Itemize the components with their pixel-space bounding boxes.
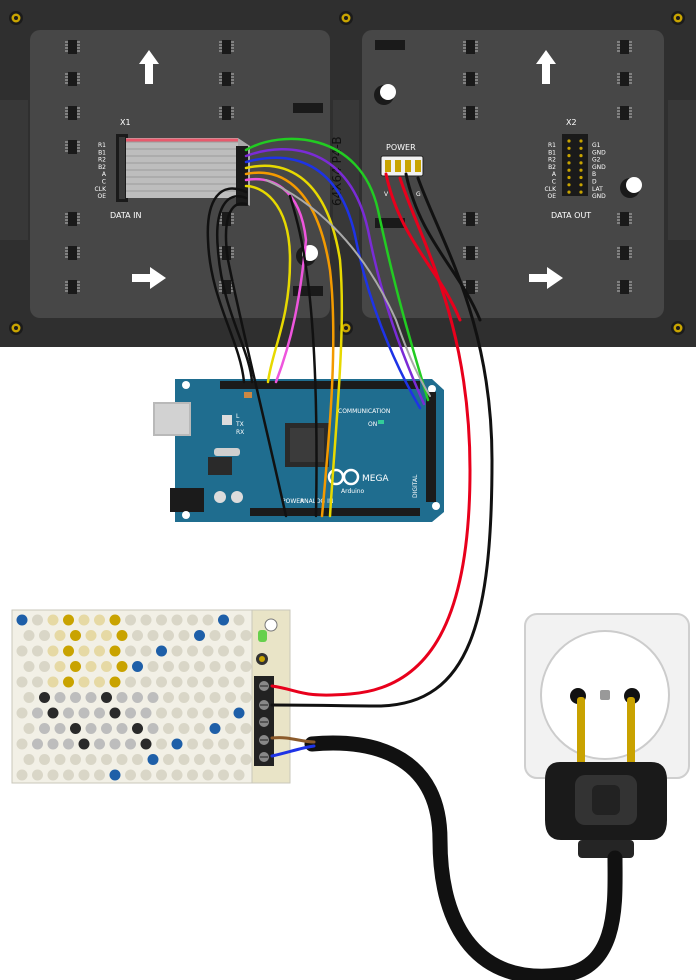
label-tx: TX <box>235 421 244 428</box>
x1-pin-r2: R2 <box>98 157 106 164</box>
x2-pin-oe: OE <box>547 193 556 200</box>
x2-pin-gnd: GND <box>592 164 606 171</box>
arduino-brand: Arduino <box>341 488 365 495</box>
wall-socket <box>524 613 690 779</box>
x2-pin-r1: R1 <box>548 142 556 149</box>
power-title: POWER <box>386 143 416 152</box>
x1-title: X1 <box>120 118 131 127</box>
power-pin-v: V <box>384 191 389 198</box>
mounting-screw <box>9 321 23 335</box>
x1-pin-a: A <box>102 171 107 178</box>
arrow-right-icon <box>132 267 166 289</box>
x2-pin-lat: LAT <box>592 186 603 193</box>
label-on: ON <box>368 421 377 428</box>
x2-pin-b: B <box>592 171 596 178</box>
arrow-up-icon <box>139 50 159 84</box>
x1-caption: DATA IN <box>110 211 142 220</box>
x2-pin-clk: CLK <box>545 186 558 193</box>
panel-power-connector: POWER V G <box>380 143 424 198</box>
label-l: L <box>236 413 240 420</box>
x2-pin-g2: G2 <box>592 157 601 164</box>
mains-cable <box>270 735 623 980</box>
x1-pin-oe: OE <box>97 193 106 200</box>
x2-pin-r2: R2 <box>548 157 556 164</box>
x2-pin-g1: G1 <box>592 142 601 149</box>
x2-pin-gnd: GND <box>592 149 606 156</box>
label-rx: RX <box>236 429 244 436</box>
wires <box>206 137 623 980</box>
power-pin-g: G <box>416 191 421 198</box>
x2-pin-d: D <box>592 179 597 186</box>
label-digital: DIGITAL <box>412 474 419 498</box>
arduino-model: MEGA <box>362 474 389 484</box>
data-wires <box>206 137 431 518</box>
x2-pin-a: A <box>552 171 557 178</box>
capacitor <box>374 84 396 105</box>
x2-pin-b2: B2 <box>548 164 556 171</box>
label-communication: COMMUNICATION <box>338 408 390 415</box>
x1-pin-r1: R1 <box>98 142 106 149</box>
x1-pin-clk: CLK <box>95 186 108 193</box>
psu-trimmer-icon <box>256 653 268 665</box>
x2-title: X2 <box>566 118 577 127</box>
x2-caption: DATA OUT <box>551 211 591 220</box>
x2-pin-b1: B1 <box>548 149 556 156</box>
ribbon-cable <box>126 138 250 206</box>
mounting-screw <box>671 321 685 335</box>
psu-terminal-block <box>254 676 274 766</box>
x1-pin-b1: B1 <box>98 149 106 156</box>
x1-pin-c: C <box>102 179 106 186</box>
psu-led-icon <box>258 630 267 642</box>
power-supply-unit <box>11 609 291 784</box>
arrow-up-icon <box>536 50 556 84</box>
mounting-screw <box>9 11 23 25</box>
arduino-mega-board: MEGA Arduino COMMUNICATION POWER ANALOG … <box>153 379 444 522</box>
mounting-screw <box>339 11 353 25</box>
arrow-right-icon <box>529 267 563 289</box>
x2-pin-gnd: GND <box>592 193 606 200</box>
mounting-screw <box>671 11 685 25</box>
x2-pin-c: C <box>552 179 556 186</box>
x1-pin-b2: B2 <box>98 164 106 171</box>
arduino-logo-icon <box>327 468 360 486</box>
capacitor <box>620 177 642 198</box>
dc-power-wires <box>270 172 494 708</box>
label-power: POWER <box>282 498 304 505</box>
